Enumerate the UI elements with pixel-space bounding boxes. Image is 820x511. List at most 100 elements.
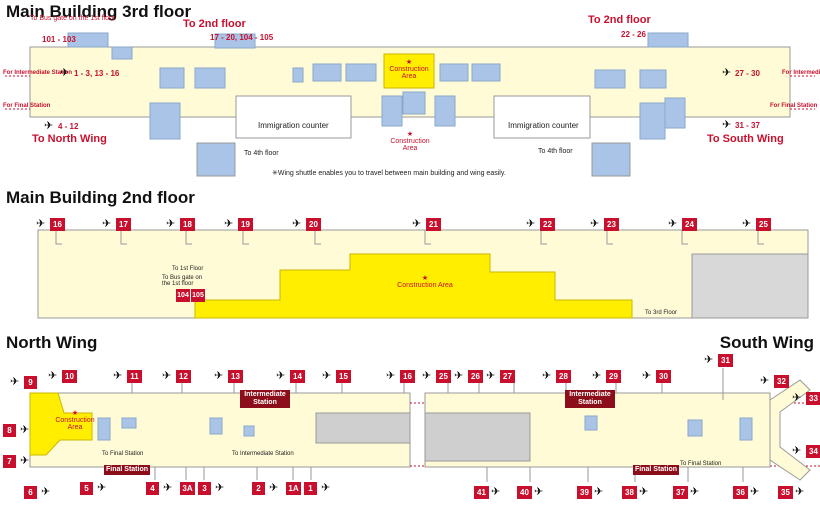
gate-33[interactable]: 33 [806, 392, 820, 405]
gate-40[interactable]: 40 [517, 486, 532, 499]
gate-19[interactable]: 19 [238, 218, 253, 231]
gates-right-top: 27 - 30 [735, 69, 760, 78]
gate-5[interactable]: 5 [80, 482, 93, 495]
airplane-icon: ✈ [486, 370, 496, 382]
airplane-icon: ✈ [704, 354, 714, 366]
to-4th-floor-right[interactable]: To 4th floor [538, 148, 573, 155]
gate-29[interactable]: 29 [606, 370, 621, 383]
to-3rd-floor[interactable]: To 3rd Floor [645, 310, 678, 316]
gate-35[interactable]: 35 [778, 486, 793, 499]
to-4th-floor-left[interactable]: To 4th floor [244, 150, 279, 157]
gate-12[interactable]: 12 [176, 370, 191, 383]
gate-13[interactable]: 13 [228, 370, 243, 383]
gate-24[interactable]: 24 [682, 218, 697, 231]
gate-30[interactable]: 30 [656, 370, 671, 383]
airplane-icon: ✈ [412, 218, 422, 230]
construction-main3 [383, 53, 435, 89]
to-2nd-floor-right[interactable]: To 2nd floor [588, 14, 651, 26]
airplane-icon: ✈ [750, 486, 760, 498]
to-final-station-north[interactable]: To Final Station [102, 451, 144, 457]
to-final-station-south[interactable]: To Final Station [680, 461, 722, 467]
for-intermediate-right: For Intermediate Station [782, 70, 820, 76]
gates-left-bottom: 4 - 12 [58, 122, 79, 131]
airplane-icon: ✈ [36, 218, 46, 230]
gate-20[interactable]: 20 [306, 218, 321, 231]
gate-39[interactable]: 39 [577, 486, 592, 499]
gate-25[interactable]: 25 [436, 370, 451, 383]
airplane-icon: ✈ [20, 455, 30, 467]
gate-7[interactable]: 7 [3, 455, 16, 468]
airplane-icon: ✈ [269, 482, 279, 494]
gate-25[interactable]: 25 [756, 218, 771, 231]
gate-38[interactable]: 38 [622, 486, 637, 499]
to-intermediate-station-north[interactable]: To Intermediate Station [232, 451, 294, 457]
shuttle-note: ✳Wing shuttle enables you to travel betw… [272, 170, 506, 177]
gate-16[interactable]: 16 [50, 218, 65, 231]
to-north-wing[interactable]: To North Wing [32, 133, 107, 145]
gate-2[interactable]: 2 [252, 482, 265, 495]
airplane-icon: ✈ [224, 218, 234, 230]
airplane-icon: ✈ [742, 218, 752, 230]
airplane-icon: ✈ [422, 370, 432, 382]
bus-gate-104[interactable]: 104 [176, 289, 190, 302]
airplane-icon: ✈ [590, 218, 600, 230]
gate-4[interactable]: 4 [146, 482, 159, 495]
gate-1A[interactable]: 1A [286, 482, 301, 495]
to-1st-floor[interactable]: To 1st Floor [172, 266, 204, 272]
gate-36[interactable]: 36 [733, 486, 748, 499]
gate-31[interactable]: 31 [718, 354, 733, 367]
gate-22[interactable]: 22 [540, 218, 555, 231]
airplane-icon: ✈ [214, 370, 224, 382]
gate-16[interactable]: 16 [400, 370, 415, 383]
gate-37[interactable]: 37 [673, 486, 688, 499]
gate-9[interactable]: 9 [24, 376, 37, 389]
gate-27[interactable]: 27 [500, 370, 515, 383]
airplane-icon: ✈ [542, 370, 552, 382]
airplane-icon: ✈ [163, 482, 173, 494]
gate-3A[interactable]: 3A [180, 482, 195, 495]
gate-6[interactable]: 6 [24, 486, 37, 499]
gates-left-top: 1 - 3, 13 - 16 [74, 69, 120, 78]
airplane-icon: ✈ [792, 445, 802, 457]
bus-gate-105[interactable]: 105 [191, 289, 205, 302]
south-wing-gray [424, 412, 531, 462]
gate-11[interactable]: 11 [127, 370, 142, 383]
airplane-icon: ✈ [795, 486, 805, 498]
gate-32[interactable]: 32 [774, 375, 789, 388]
gate-8[interactable]: 8 [3, 424, 16, 437]
gate-41[interactable]: 41 [474, 486, 489, 499]
to-2nd-floor-left[interactable]: To 2nd floor [183, 18, 246, 30]
construction-north [29, 392, 93, 456]
immigration-counter-left: Immigration counter [258, 121, 329, 130]
bus-gate-note: To Bus gate on the 1st floor [30, 15, 116, 22]
gate-18[interactable]: 18 [180, 218, 195, 231]
gate-1[interactable]: 1 [304, 482, 317, 495]
south-wing-shops [584, 415, 753, 441]
gate-34[interactable]: 34 [806, 445, 820, 458]
gate-26[interactable]: 26 [468, 370, 483, 383]
main2-gray-area [691, 253, 809, 319]
immigration-counter-left-box [235, 95, 352, 139]
stair-right [591, 142, 631, 177]
gate-28[interactable]: 28 [556, 370, 571, 383]
stair-left [196, 142, 236, 177]
gate-10[interactable]: 10 [62, 370, 77, 383]
gates-right-bottom: 31 - 37 [735, 121, 760, 130]
gate-17[interactable]: 17 [116, 218, 131, 231]
airplane-icon: ✈ [166, 218, 176, 230]
intermediate-station-north: Intermediate Station [240, 390, 290, 408]
airplane-icon: ✈ [60, 67, 70, 79]
to-2nd-floor-left-range: 17 - 20, 104 - 105 [210, 33, 274, 42]
construction-main2 [194, 253, 633, 319]
main3-title: Main Building 3rd floor [6, 2, 192, 21]
to-south-wing[interactable]: To South Wing [707, 133, 784, 145]
north-wing-gray [315, 412, 411, 444]
gate-3[interactable]: 3 [198, 482, 211, 495]
airplane-icon: ✈ [292, 218, 302, 230]
gate-14[interactable]: 14 [290, 370, 305, 383]
gate-21[interactable]: 21 [426, 218, 441, 231]
airplane-icon: ✈ [44, 120, 54, 132]
gate-15[interactable]: 15 [336, 370, 351, 383]
airplane-icon: ✈ [534, 486, 544, 498]
gate-23[interactable]: 23 [604, 218, 619, 231]
